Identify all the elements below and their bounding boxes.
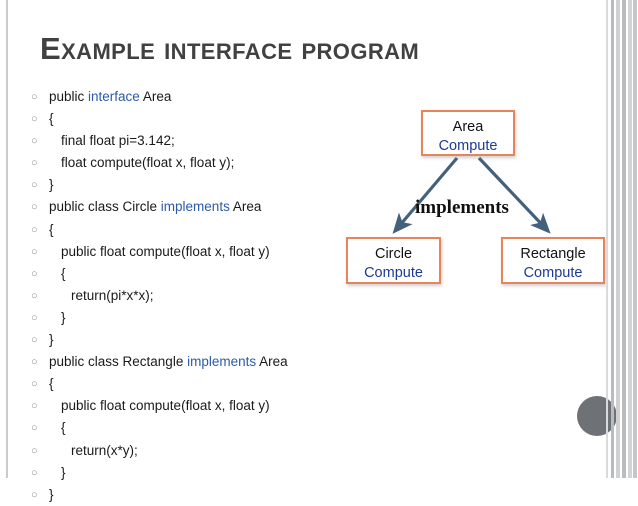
code-line: ○ public class Circle implements Area (27, 196, 347, 218)
bullet-icon: ○ (31, 135, 38, 148)
code-line-text: { (49, 111, 54, 127)
implements-label: implements (415, 197, 509, 218)
node-circle[interactable]: Circle Compute (346, 237, 441, 284)
bullet-icon: ○ (31, 179, 38, 192)
code-line: ○} (27, 484, 347, 506)
edge-bar-5 (628, 0, 632, 478)
code-line: ○{ (27, 108, 347, 130)
code-line-text: } (49, 332, 54, 348)
code-line-text: return(x*y); (71, 442, 138, 458)
edge-bar-2 (611, 0, 614, 478)
bullet-icon: ○ (31, 356, 38, 369)
node-area[interactable]: Area Compute (421, 110, 515, 156)
code-line-text: } (61, 309, 66, 325)
code-line-text: public class Rectangle implements Area (49, 354, 288, 370)
bullet-icon: ○ (31, 466, 38, 479)
slide-viewer: Example interface program ○ public interf… (6, 0, 638, 502)
bullet-icon: ○ (31, 444, 38, 457)
bullet-icon: ○ (31, 289, 38, 302)
code-line-text: } (61, 464, 66, 480)
code-line-text: public interface Area (49, 89, 172, 104)
code-line: ○ public float compute(float x, float y) (27, 241, 347, 263)
code-line: ○{ (27, 263, 347, 285)
code-line-text: float compute(float x, float y); (61, 155, 235, 171)
bullet-icon: ○ (31, 378, 38, 391)
code-line: ○{ (27, 373, 347, 395)
code-line: ○ public float compute(float x, float y) (27, 395, 347, 417)
class-hierarchy-diagram: Area Compute Circle Compute Rectangle Co… (329, 100, 629, 300)
edge-bar-6 (633, 0, 637, 478)
edge-bar-1 (606, 0, 608, 478)
code-line: ○} (27, 307, 347, 329)
edge-bar-4 (622, 0, 626, 478)
code-line-text: return(pi*x*x); (71, 287, 154, 303)
node-area-method: Compute (438, 138, 498, 154)
bullet-icon: ○ (31, 422, 38, 435)
code-bullet-list: ○public interface Area○{○final float pi=… (27, 86, 347, 506)
code-line-text: public float compute(float x, float y) (61, 243, 270, 259)
edge-bar-3 (616, 0, 620, 478)
gray-circle-shape (577, 396, 617, 436)
code-line: ○ final float pi=3.142; (27, 130, 347, 152)
code-line-text: { (61, 265, 66, 281)
code-line: ○ public class Rectangle implements Area (27, 351, 347, 373)
bullet-icon: ○ (31, 113, 38, 126)
code-line: ○ return(pi*x*x); (27, 285, 347, 307)
node-rectangle-name: Rectangle (520, 246, 586, 262)
code-line: ○} (27, 462, 347, 484)
code-line-text: { (61, 420, 66, 436)
node-rectangle-method: Compute (523, 265, 583, 281)
code-line: ○{ (27, 219, 347, 241)
code-line: ○} (27, 329, 347, 351)
node-rectangle[interactable]: Rectangle Compute (501, 237, 605, 284)
page-right-edge-shadow (604, 0, 638, 478)
page-left-edge-rule (6, 0, 8, 478)
bullet-icon: ○ (31, 157, 38, 170)
page-title: Example interface program (40, 31, 420, 66)
bullet-icon: ○ (31, 245, 38, 258)
code-line-text: final float pi=3.142; (61, 133, 175, 149)
slide-canvas: Example interface program ○ public interf… (9, 0, 617, 502)
bullet-icon: ○ (31, 334, 38, 347)
code-line: ○ public interface Area (27, 86, 347, 108)
code-line: ○ return(x*y); (27, 440, 347, 462)
bullet-icon: ○ (31, 223, 38, 236)
bullet-icon: ○ (31, 201, 38, 214)
code-line-text: public float compute(float x, float y) (61, 398, 270, 414)
java-keyword: implements (187, 354, 257, 370)
java-keyword: implements (160, 199, 230, 215)
code-line-text: { (49, 376, 54, 392)
node-area-name: Area (452, 119, 484, 135)
bullet-icon: ○ (31, 267, 38, 280)
node-circle-method: Compute (364, 265, 423, 281)
java-keyword: interface (88, 89, 140, 104)
code-line-text: } (49, 177, 54, 193)
code-line-text: public class Circle implements Area (49, 199, 262, 215)
code-line: ○} (27, 174, 347, 196)
code-line-text: } (49, 486, 54, 502)
code-line-text: { (49, 221, 54, 237)
code-line: ○ float compute(float x, float y); (27, 152, 347, 174)
node-circle-name: Circle (374, 246, 413, 262)
bullet-icon: ○ (31, 91, 38, 103)
code-line: ○{ (27, 417, 347, 439)
bullet-icon: ○ (31, 311, 38, 324)
bullet-icon: ○ (31, 400, 38, 413)
implements-arrows (392, 156, 551, 234)
bullet-icon: ○ (31, 488, 38, 501)
